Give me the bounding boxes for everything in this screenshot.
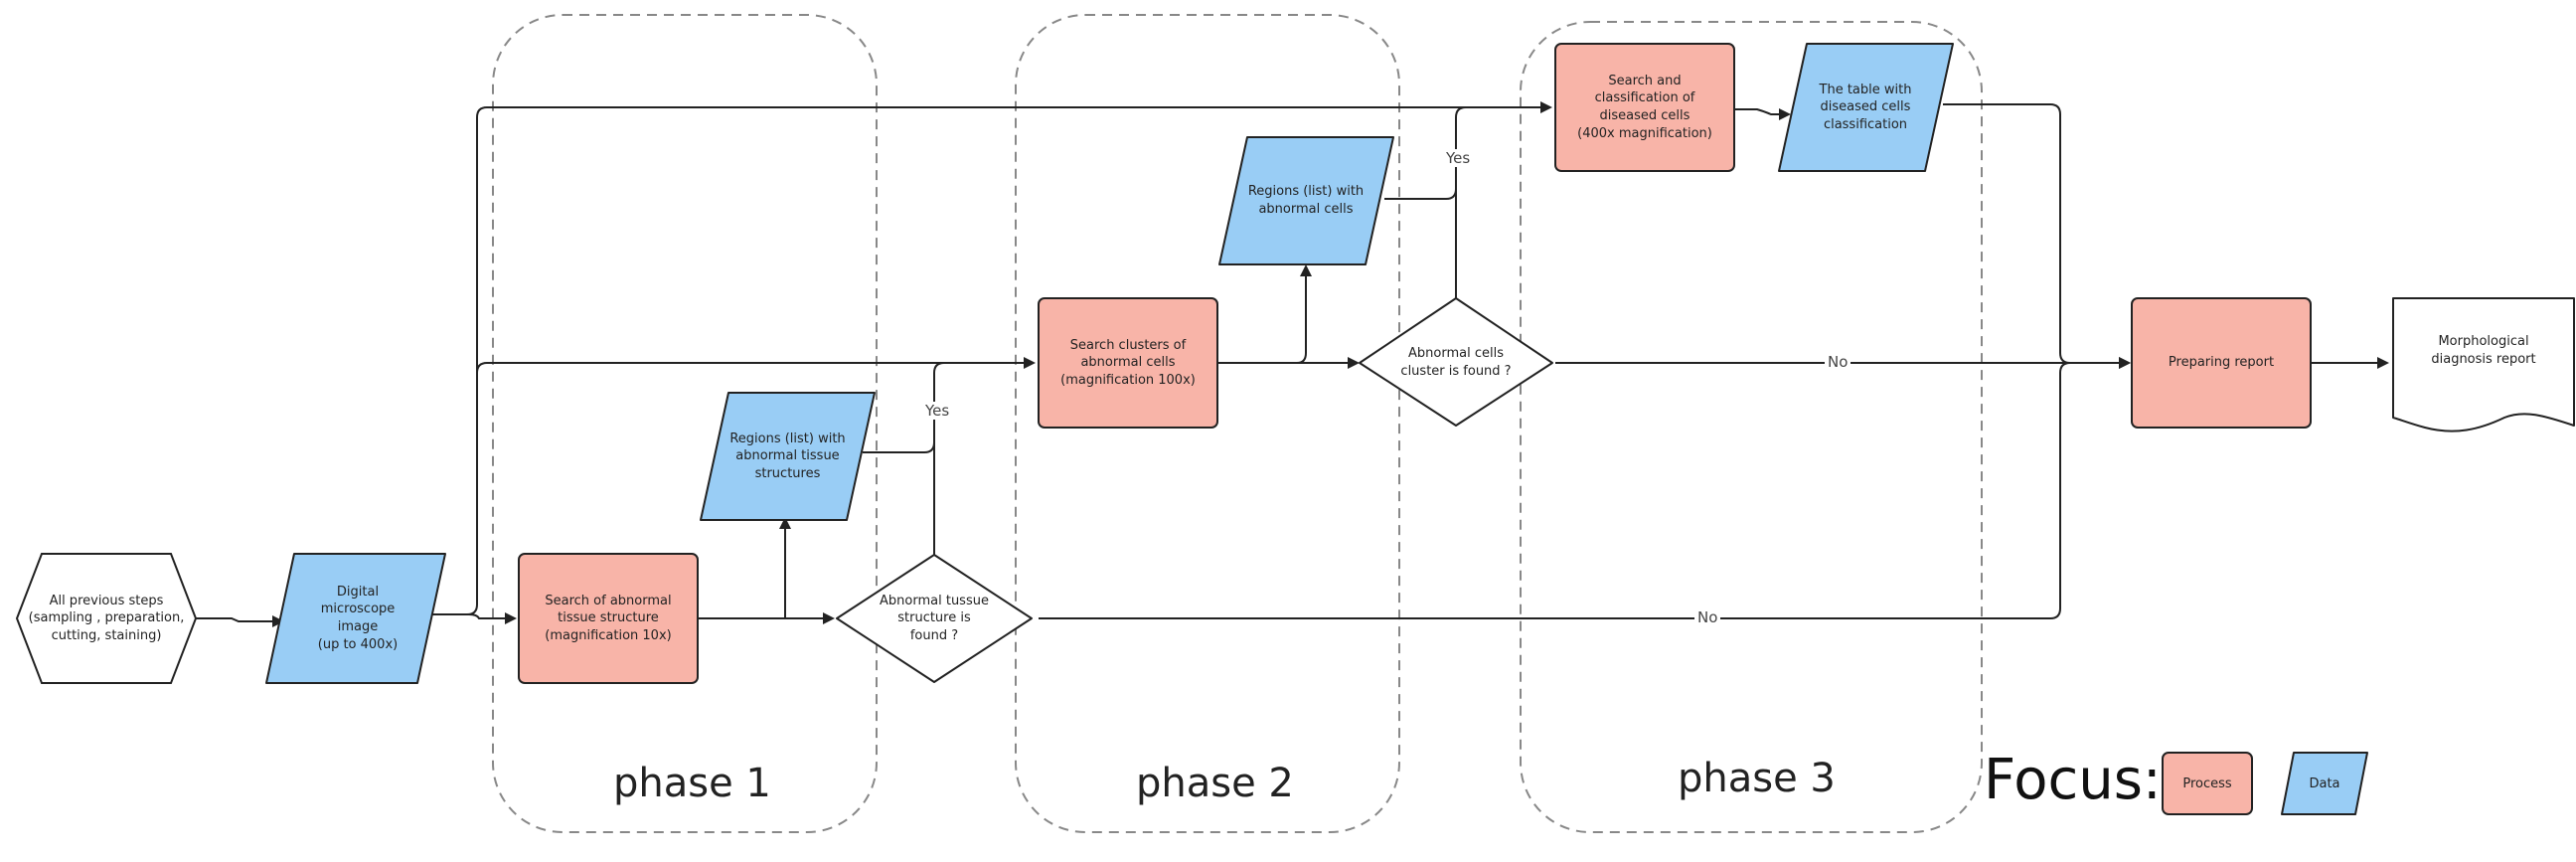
search10-label: Search of abnormal tissue structure (mag… (545, 593, 672, 643)
report-document-label: Morphological diagnosis report (2431, 333, 2536, 367)
decision2-label: Abnormal cells cluster is found ? (1400, 346, 1512, 379)
search100-process-node (1038, 297, 1218, 429)
edge-label-yes2: Yes (1443, 149, 1474, 167)
legend-data-swatch (2281, 752, 2368, 815)
search100-label: Search clusters of abnormal cells (magni… (1060, 337, 1196, 388)
regions-cells-label: Regions (list) with abnormal cells (1247, 184, 1365, 217)
decision1-label: Abnormal tussue structure is found ? (880, 593, 989, 643)
edge-table-report (1943, 103, 2131, 369)
search400-process-node (1554, 43, 1735, 172)
edge-image-search10 (430, 612, 517, 624)
edge-label-yes1: Yes (922, 402, 953, 420)
phase-1-title: phase 1 (613, 761, 771, 806)
table-label: The table with diseased cells classifica… (1819, 82, 1912, 132)
report-process-node (2131, 297, 2312, 429)
edge-label-no2: No (1825, 353, 1852, 371)
decision1-node (836, 554, 1033, 683)
edge-decision1-search100 (933, 362, 1034, 555)
edge-regions-tissue-join (863, 441, 935, 453)
edge-search400-table (1734, 108, 1791, 120)
edge-start-image (196, 615, 284, 627)
regions-tissue-data-node (700, 392, 876, 521)
table-data-node (1778, 43, 1954, 172)
image-label: Digital microscope image (up to 400x) (317, 584, 399, 652)
start-node (15, 553, 198, 684)
edge-regions-cells-join (1384, 188, 1457, 200)
phase-3-container (1520, 21, 1983, 833)
edge-image-top (466, 101, 1552, 615)
decision2-node (1359, 297, 1553, 427)
phase-2-container (1015, 14, 1400, 833)
edge-decision2-search400 (1455, 106, 1550, 298)
search400-label: Search and classification of diseased ce… (1577, 73, 1712, 141)
report-document-node (2392, 297, 2575, 432)
legend-title: Focus: (1984, 748, 2162, 812)
legend-data-label: Data (2309, 776, 2340, 791)
search10-process-node (518, 553, 699, 684)
regions-tissue-label: Regions (list) with abnormal tissue stru… (729, 431, 846, 481)
start-label: All previous steps (sampling , preparati… (28, 593, 185, 643)
edge-search100-regions-cells (1296, 264, 1312, 364)
phase-3-title: phase 3 (1678, 756, 1836, 801)
phase-1-container (492, 14, 878, 833)
edge-image-mid (476, 357, 1036, 374)
phase-2-title: phase 2 (1136, 761, 1294, 806)
regions-cells-data-node (1218, 136, 1394, 265)
legend-process-swatch (2162, 752, 2253, 815)
legend-process-label: Process (2182, 776, 2232, 791)
image-data-node (265, 553, 446, 684)
edge-label-no1: No (1694, 608, 1721, 626)
report-process-label: Preparing report (2168, 355, 2275, 371)
edge-no1 (1039, 362, 2071, 619)
